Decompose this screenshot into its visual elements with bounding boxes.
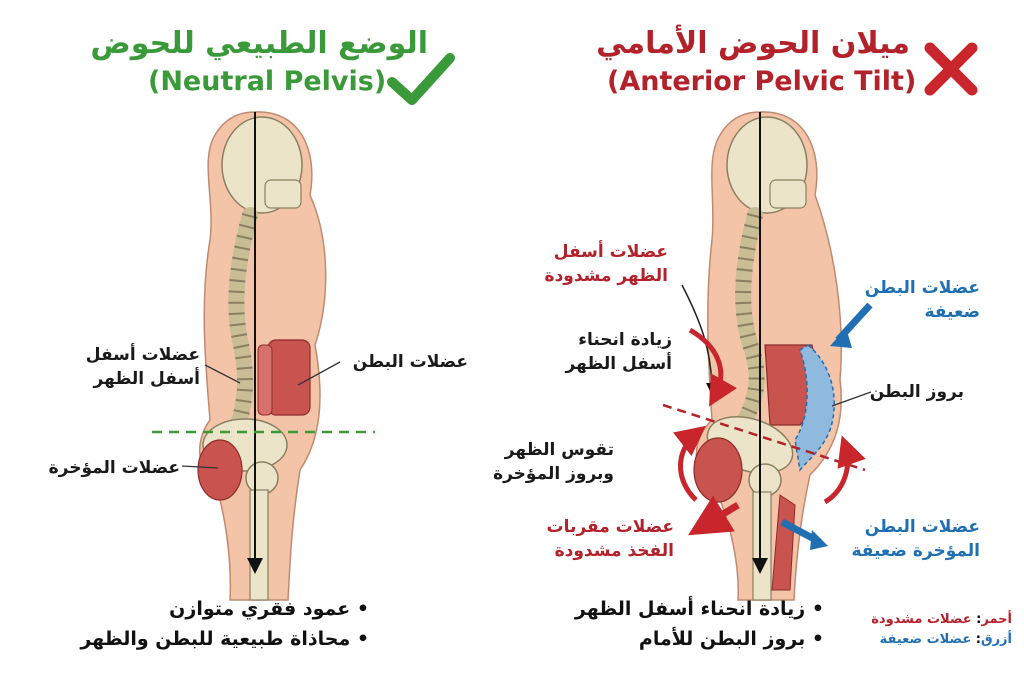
neutral-abs-muscle [267, 339, 311, 416]
legend-red-value: عضلات مشدودة [871, 612, 972, 627]
cross-icon [924, 42, 978, 96]
anterior-weak-abs [794, 344, 835, 472]
label-abdominal: عضلات البطن [352, 352, 468, 372]
anterior-spine [732, 207, 765, 436]
neutral-glute-muscle [197, 439, 243, 501]
label-tight-lower-back: عضلات أسفل الظهر مشدودة [544, 242, 668, 286]
label-weak-abs: عضلات البطن ضعيفة [864, 278, 980, 322]
legend-red-key: أحمر [981, 612, 1012, 627]
neutral-title-ar: الوضع الطبيعي للحوض [90, 26, 428, 61]
anterior-bullet: بروز البطن للأمام [575, 624, 824, 654]
label-glutes: عضلات المؤخرة [48, 458, 180, 478]
neutral-figure [152, 53, 455, 601]
label-weak-glutes: عضلات البطن المؤخرة ضعيفة [851, 517, 980, 561]
check-icon [387, 53, 455, 105]
hip-flexor-arrow [688, 495, 740, 536]
neutral-title-en: (Neutral Pelvis) [148, 66, 387, 97]
anterior-tilt-line [662, 403, 866, 472]
legend-red: أحمر: عضلات مشدودة [871, 612, 1012, 627]
label-belly-protrusion: بروز البطن [869, 382, 964, 402]
neutral-hip-joint [245, 461, 279, 495]
neutral-bullets: عمود فقري متوازن محاذاة طبيعية للبطن وال… [80, 594, 369, 654]
anterior-glute-muscle [693, 437, 743, 503]
legend: أحمر: عضلات مشدودة أزرق: عضلات ضعيفة [871, 610, 1012, 650]
neutral-jaw [264, 179, 302, 209]
label-tight-hip-flexors: عضلات مقربات الفخذ مشدودة [546, 517, 674, 561]
anterior-bullet: زيادة انحناء أسفل الظهر [575, 594, 824, 624]
arch-arrow [673, 425, 706, 502]
neutral-spine [228, 207, 258, 433]
legend-blue: أزرق: عضلات ضعيفة [879, 632, 1012, 647]
anterior-figure [662, 42, 978, 601]
weak-glute-arrow [823, 435, 866, 505]
anterior-title-en: (Anterior Pelvic Tilt) [607, 66, 917, 97]
neutral-bullet: عمود فقري متوازن [80, 594, 369, 624]
neutral-bullet: محاذاة طبيعية للبطن والظهر [80, 624, 369, 654]
curve-arrow [688, 327, 737, 407]
legend-blue-value: عضلات ضعيفة [879, 632, 972, 647]
anterior-title-ar: ميلان الحوض الأمامي [596, 26, 910, 61]
legend-blue-key: أزرق [980, 632, 1012, 647]
label-lower-back: عضلات أسفل أسفل الظهر [85, 345, 200, 389]
label-increased-curve: زيادة انحناء أسفل الظهر [565, 330, 672, 374]
label-arch-back: تقوس الظهر وبروز المؤخرة [493, 440, 614, 484]
anterior-bullets: زيادة انحناء أسفل الظهر بروز البطن للأما… [575, 594, 824, 654]
